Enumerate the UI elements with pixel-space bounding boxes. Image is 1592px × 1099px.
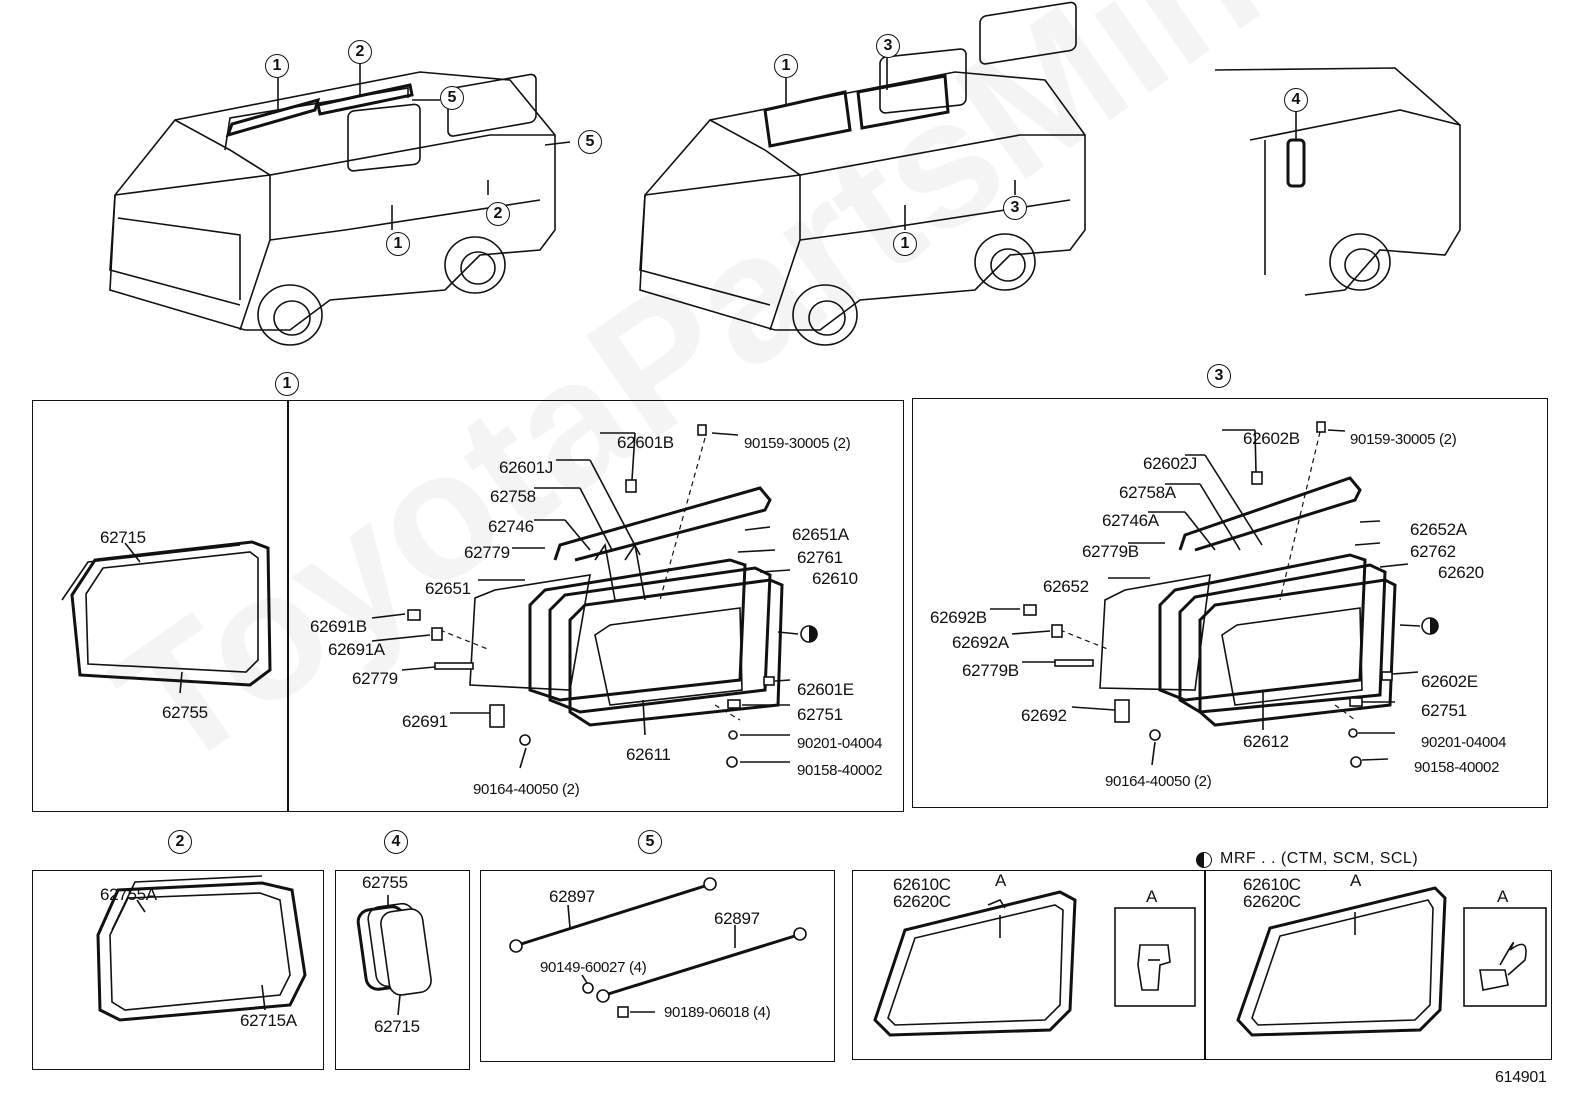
label-62692B: 62692B [930, 608, 987, 627]
panel4-drawing [356, 895, 432, 1016]
label-62758A: 62758A [1119, 483, 1176, 502]
label-62779B-b: 62779B [962, 661, 1019, 680]
panel-mrf-divider [1204, 870, 1206, 1060]
van-illustration-3 [1214, 67, 1461, 296]
label-62751: 62751 [797, 705, 843, 724]
label-62692: 62692 [1021, 706, 1067, 725]
label-62755-p4: 62755 [362, 873, 408, 892]
panel-section-5 [480, 870, 835, 1062]
label-62652A: 62652A [1410, 520, 1467, 539]
van3-callout-4: 4 [1284, 88, 1308, 112]
label-62779: 62779 [464, 543, 510, 562]
label-90158-40002-b: 90158-40002 [1414, 759, 1500, 776]
van1-callout-5b: 5 [578, 130, 602, 154]
label-62652: 62652 [1043, 577, 1089, 596]
van2-callout-1a: 1 [774, 54, 798, 78]
label-90164-40050-b: 90164-40050 (2) [1105, 773, 1212, 790]
mrf-left-drawing [873, 890, 1196, 1037]
label-detail-a-right: A [1497, 887, 1509, 906]
label-62715-p4: 62715 [374, 1017, 420, 1036]
label-62692A: 62692A [952, 633, 1009, 652]
label-62610C-left: 62610C [893, 875, 951, 894]
label-90159-30005: 90159-30005 (2) [744, 435, 851, 452]
label-62602J: 62602J [1143, 454, 1197, 473]
label-90201-04004: 90201-04004 [797, 735, 883, 752]
label-section-a-left: A [995, 871, 1007, 890]
label-62746: 62746 [488, 517, 534, 536]
van-illustration-1 [109, 62, 571, 346]
label-90189-06018: 90189-06018 (4) [664, 1004, 771, 1021]
label-62762: 62762 [1410, 542, 1456, 561]
van2-callout-3a: 3 [876, 34, 900, 58]
label-90158-40002: 90158-40002 [797, 762, 883, 779]
panel-section-2 [32, 870, 324, 1070]
label-62601B: 62601B [617, 433, 674, 452]
label-62761: 62761 [797, 548, 843, 567]
section-2-marker: 2 [168, 830, 192, 854]
van1-callout-1b: 1 [386, 232, 410, 256]
panel1-left-drawing [61, 540, 272, 694]
label-62601E: 62601E [797, 680, 854, 699]
van1-callout-1a: 1 [265, 54, 289, 78]
label-section-a-right: A [1350, 871, 1362, 890]
panel-mrf [852, 870, 1552, 1060]
label-90164-40050: 90164-40050 (2) [473, 781, 580, 798]
panel-1-divider [287, 400, 289, 812]
label-62651: 62651 [425, 579, 471, 598]
label-90201-04004-b: 90201-04004 [1421, 734, 1507, 751]
label-62755: 62755 [162, 703, 208, 722]
panel1-right-drawing [371, 424, 818, 769]
label-62691A: 62691A [328, 640, 385, 659]
section-4-marker: 4 [384, 830, 408, 854]
label-62620: 62620 [1438, 563, 1484, 582]
label-62715: 62715 [100, 528, 146, 547]
van2-callout-3b: 3 [1003, 196, 1027, 220]
label-detail-a-left: A [1146, 887, 1158, 906]
van-illustration-2 [639, 1, 1086, 346]
label-62746A: 62746A [1102, 511, 1159, 530]
section-3-marker: 3 [1207, 364, 1231, 388]
label-62897-b: 62897 [714, 909, 760, 928]
van1-callout-2b: 2 [486, 202, 510, 226]
van2-callout-1b: 1 [893, 232, 917, 256]
mrf-right-drawing [1236, 886, 1547, 1037]
label-62620C-left: 62620C [893, 892, 951, 911]
label-62651A: 62651A [792, 525, 849, 544]
label-62602B: 62602B [1243, 429, 1300, 448]
mrf-note: MRF . . (CTM, SCM, SCL) [1220, 850, 1419, 867]
label-62612: 62612 [1243, 732, 1289, 751]
panel-section-3 [912, 398, 1548, 808]
van1-callout-2a: 2 [348, 40, 372, 64]
label-62715A: 62715A [240, 1011, 297, 1030]
label-90159-30005-b: 90159-30005 (2) [1350, 431, 1457, 448]
label-62610: 62610 [812, 569, 858, 588]
label-62601J: 62601J [499, 458, 553, 477]
label-62610C-right: 62610C [1243, 875, 1301, 894]
panel-section-4 [335, 870, 470, 1070]
panel-section-1 [32, 400, 904, 812]
panel5-drawing [509, 877, 807, 1018]
label-62758: 62758 [490, 487, 536, 506]
label-62751-b: 62751 [1421, 701, 1467, 720]
diagram-id: 614901 [1495, 1069, 1547, 1086]
label-62779-b: 62779 [352, 669, 398, 688]
label-62779B: 62779B [1082, 542, 1139, 561]
label-62755A: 62755A [100, 885, 157, 904]
label-62691: 62691 [402, 712, 448, 731]
section-1-marker: 1 [275, 372, 299, 396]
section-5-marker: 5 [638, 830, 662, 854]
label-62897-a: 62897 [549, 887, 595, 906]
half-circle-icon [1196, 852, 1212, 868]
panel3-drawing [990, 421, 1439, 768]
panel2-drawing [96, 875, 307, 1022]
label-62602E: 62602E [1421, 672, 1478, 691]
van1-callout-5a: 5 [440, 86, 464, 110]
label-62611: 62611 [626, 745, 671, 764]
label-62620C-right: 62620C [1243, 892, 1301, 911]
label-62691B: 62691B [310, 617, 367, 636]
label-90149-60027: 90149-60027 (4) [540, 959, 647, 976]
